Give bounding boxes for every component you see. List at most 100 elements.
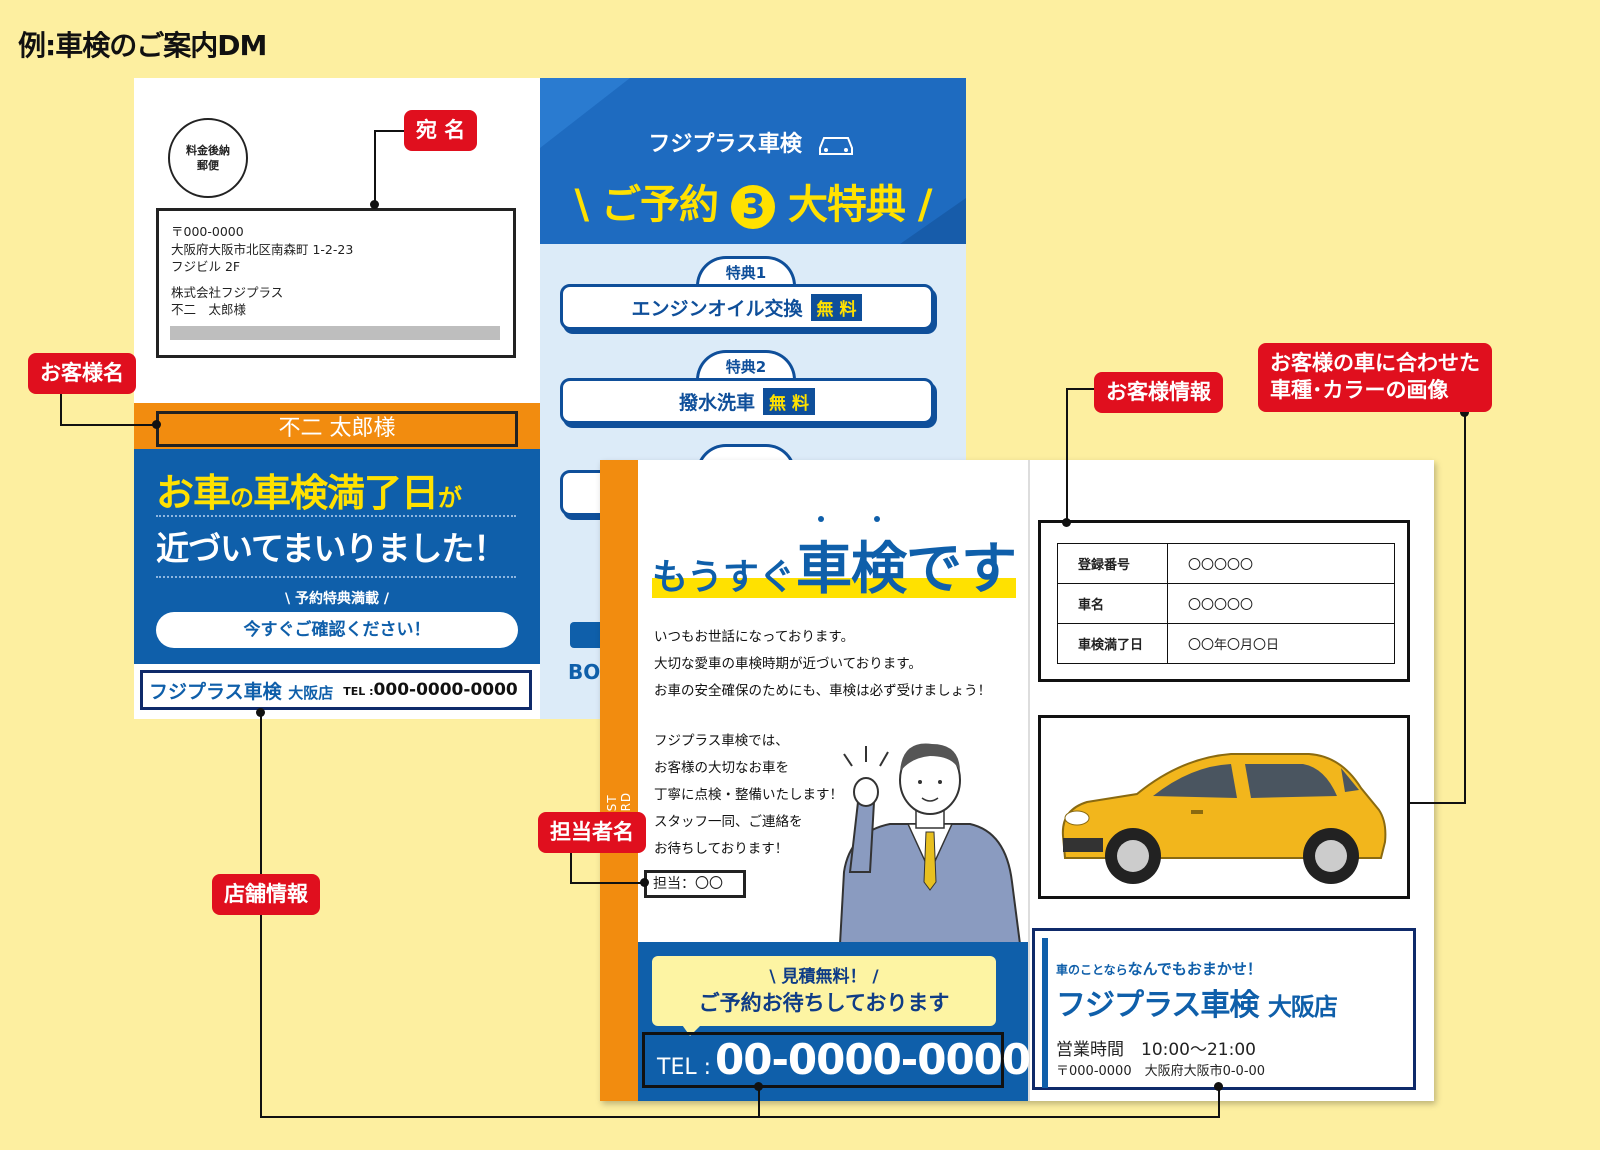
callout-staff-name: 担当者名 (538, 812, 646, 854)
postcard-edge-strip (600, 460, 638, 1101)
stamp-line1: 料金後納 (186, 143, 230, 157)
emphasis-dot (874, 516, 880, 522)
connector-line (570, 848, 572, 884)
bubble-line1: \ 見積無料！ / (769, 967, 879, 987)
postcard: POST CARD もうすぐ 車検です いつもお世話になっております。 大切な愛… (600, 460, 1434, 1101)
connector-dot (1062, 518, 1071, 527)
perk-label-2: 撥水洗車 (679, 391, 756, 414)
postage-stamp: 料金後納 郵便 (168, 118, 248, 198)
shop-accent-strip (1042, 938, 1048, 1088)
connector-line (374, 130, 404, 132)
dotted-divider (156, 576, 516, 578)
stamp-line2: 郵便 (197, 159, 219, 172)
store-name: フジプラス車検 大阪店 (149, 680, 334, 703)
barcode-placeholder (170, 326, 500, 340)
connector-dot (256, 708, 265, 717)
mechanic-illustration (838, 743, 1022, 944)
address-card: 料金後納 郵便 〒000-0000 大阪府大阪市北区南森町 1-2-23 フジビ… (134, 78, 540, 719)
connector-dot (640, 878, 649, 887)
headline-particle-ga: が (438, 484, 462, 512)
headline-line1: お車の車検満了日が (156, 462, 462, 517)
car-image-box (1038, 715, 1410, 899)
perks-brand: フジプラス車検 (540, 126, 966, 158)
staff-name-box: 担当：〇〇 (644, 870, 746, 898)
perk-note: \ 予約特典満載 / (285, 591, 389, 607)
greeting-text: いつもお世話になっております。 大切な愛車の車検時期が近づいております。 お車の… (654, 629, 992, 699)
postal-code: 〒000-0000 (171, 224, 244, 239)
connector-line (1410, 802, 1466, 804)
free-badge: 無 料 (810, 293, 863, 321)
customer-name-banner: 不二 太郎様 (156, 411, 518, 447)
header-diagonal-pattern (540, 78, 966, 244)
connector-dot (754, 1082, 763, 1091)
free-badge: 無 料 (763, 387, 815, 415)
table-row: 車名〇〇〇〇〇 (1057, 583, 1395, 624)
perk-count-badge: 3 (731, 185, 775, 229)
headline-highlight (652, 578, 1016, 598)
tel-label: TEL : (657, 1055, 712, 1080)
name-banner-bar (134, 403, 540, 449)
perk-label-1: エンジンオイル交換 (631, 297, 803, 320)
address-line1: 大阪府大阪市北区南森町 1-2-23 (171, 241, 354, 257)
callout-car-image: お客様の車に合わせた 車種･カラーの画像 (1258, 343, 1492, 412)
callout-customer-info: お客様情報 (1094, 372, 1223, 414)
bubble-line2: ご予約お待ちしております (698, 991, 950, 1015)
callout-customer-name: お客様名 (28, 353, 136, 395)
dotted-divider (156, 515, 516, 517)
connector-dot (1460, 408, 1469, 417)
connector-line (758, 1086, 760, 1118)
connector-line (570, 882, 646, 884)
check-now-button[interactable]: 今すぐご確認ください！ (156, 612, 518, 648)
headline-word-car: お車 (156, 471, 231, 515)
company-name: 株式会社フジプラス (171, 284, 284, 300)
table-row: 登録番号〇〇〇〇〇 (1057, 543, 1395, 584)
shop-name: フジプラス車検 大阪店 (1056, 988, 1338, 1023)
yellow-car-image (1061, 753, 1387, 884)
headline-word-expiry: 車検満了日 (253, 471, 439, 515)
connector-dot (1214, 1082, 1223, 1091)
address-line2: フジビル 2F (171, 259, 241, 274)
connector-line (1066, 388, 1068, 522)
recipient-address-box: 〒000-0000 大阪府大阪市北区南森町 1-2-23 フジビル 2F 株式会… (156, 208, 516, 358)
shop-info-box (1032, 928, 1416, 1090)
connector-line (1218, 1086, 1220, 1118)
perk-tab-2: 特典2 (696, 350, 796, 380)
headline-particle-no: の (230, 484, 254, 512)
emphasis-dot (818, 516, 824, 522)
connector-line (60, 390, 62, 426)
perk-box-1: エンジンオイル交換 無 料 (560, 284, 934, 330)
booking-text-fragment: BO (568, 660, 601, 684)
headline-small: もうすぐ (652, 557, 795, 598)
customer-info-box: 登録番号〇〇〇〇〇 車名〇〇〇〇〇 車検満了日〇〇年〇月〇日 (1038, 520, 1410, 682)
headline-line2: 近づいてまいりました！ (156, 529, 506, 568)
store-tel: TEL :000-0000-0000 (343, 680, 518, 700)
estimate-bubble: \ 見積無料！ / ご予約お待ちしております (652, 956, 996, 1026)
perks-headline: \ ご予約 3 大特典 / (574, 182, 932, 229)
headline-big: 車検です (796, 537, 1017, 602)
perk-box-2: 撥水洗車 無 料 (560, 378, 934, 424)
service-text: フジプラス車検では、 お客様の大切なお車を 丁寧に点検・整備いたします！ スタッ… (654, 733, 843, 857)
callout-atena: 宛 名 (404, 110, 478, 152)
connector-line (60, 424, 156, 426)
shop-address: 〒000-0000 大阪府大阪市0-0-00 (1056, 1064, 1266, 1079)
tel-number: 00-0000-0000 (715, 1035, 1031, 1084)
page-title: 例:車検のご案内DM (18, 29, 267, 62)
car-icon (818, 137, 853, 155)
shop-tagline: 車のことならなんでもおまかせ！ (1056, 960, 1262, 978)
connector-dot (370, 200, 379, 209)
connector-line (260, 1116, 1220, 1118)
connector-dot (152, 420, 161, 429)
tel-box[interactable]: TEL : 00-0000-0000 (642, 1032, 1031, 1088)
connector-line (1464, 412, 1466, 804)
recipient-name: 不二 太郎様 (171, 302, 247, 317)
shop-hours: 営業時間 10:00～21:00 (1056, 1040, 1256, 1060)
postcard-fold-line (1028, 460, 1030, 1101)
customer-info-table: 登録番号〇〇〇〇〇 車名〇〇〇〇〇 車検満了日〇〇年〇月〇日 (1057, 543, 1395, 664)
store-info-box: フジプラス車検 大阪店 TEL :000-0000-0000 (140, 670, 532, 710)
table-row: 車検満了日〇〇年〇月〇日 (1057, 623, 1395, 664)
connector-line (374, 130, 376, 204)
connector-line (1066, 388, 1094, 390)
speech-bubble-icon (570, 622, 604, 648)
perk-tab-1: 特典1 (696, 256, 796, 286)
callout-store-info: 店舗情報 (212, 874, 320, 916)
